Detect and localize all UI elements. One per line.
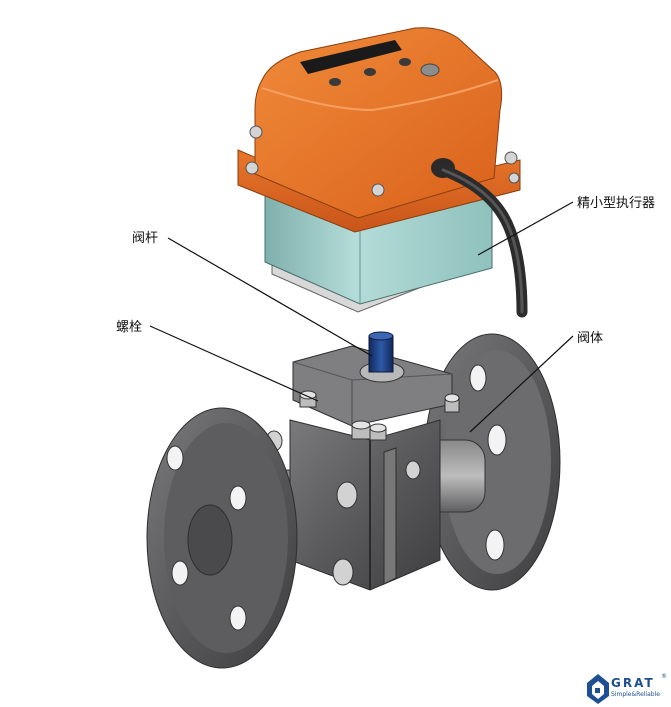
flange-screw	[508, 172, 520, 184]
flange-bolt-hole	[229, 605, 247, 631]
actuator-indicator	[420, 63, 440, 77]
brand-tagline: Simple&Reliable	[611, 691, 660, 698]
flange-bolt-hole	[469, 364, 487, 392]
leader-body	[469, 335, 574, 433]
bolt	[369, 423, 387, 441]
flange-bolt-hole	[171, 560, 189, 586]
body-bolt	[336, 481, 358, 509]
actuator-display	[300, 40, 402, 74]
flange-screw	[245, 161, 259, 175]
flange-bolt-hole	[166, 445, 184, 471]
body-bolt	[405, 460, 421, 480]
leader-actuator	[477, 201, 574, 256]
bolt	[351, 420, 371, 440]
bolt	[444, 393, 460, 413]
actuator-button	[399, 58, 411, 66]
flange-screw	[371, 183, 385, 197]
flange-bolt-hole	[487, 424, 507, 456]
label-actuator: 精小型执行器	[577, 196, 656, 211]
brand-name: GRAT	[611, 676, 655, 690]
body-flange-joint	[383, 447, 397, 585]
body-center	[289, 419, 441, 591]
brand-registered-mark: ®	[661, 673, 667, 680]
flange-bore	[187, 504, 233, 576]
label-stem: 阀杆	[132, 231, 159, 246]
label-bolt: 螺栓	[116, 320, 143, 335]
flange-bolt-hole	[485, 529, 505, 561]
valve-body	[146, 333, 561, 669]
actuator-button	[329, 78, 341, 86]
flange-screw	[504, 151, 518, 165]
flange-bolt-hole	[229, 485, 247, 511]
body-bolt	[332, 558, 354, 586]
label-body: 阀体	[577, 331, 604, 346]
flange-screw	[249, 125, 263, 139]
leader-stem	[167, 237, 373, 357]
actuator	[237, 27, 528, 318]
actuator-button	[364, 68, 376, 76]
valve-stem	[368, 331, 394, 373]
brand-logo-mark	[587, 674, 609, 704]
brand-logo: GRAT ® Simple&Reliable	[585, 673, 669, 703]
leader-bolt	[149, 325, 319, 402]
